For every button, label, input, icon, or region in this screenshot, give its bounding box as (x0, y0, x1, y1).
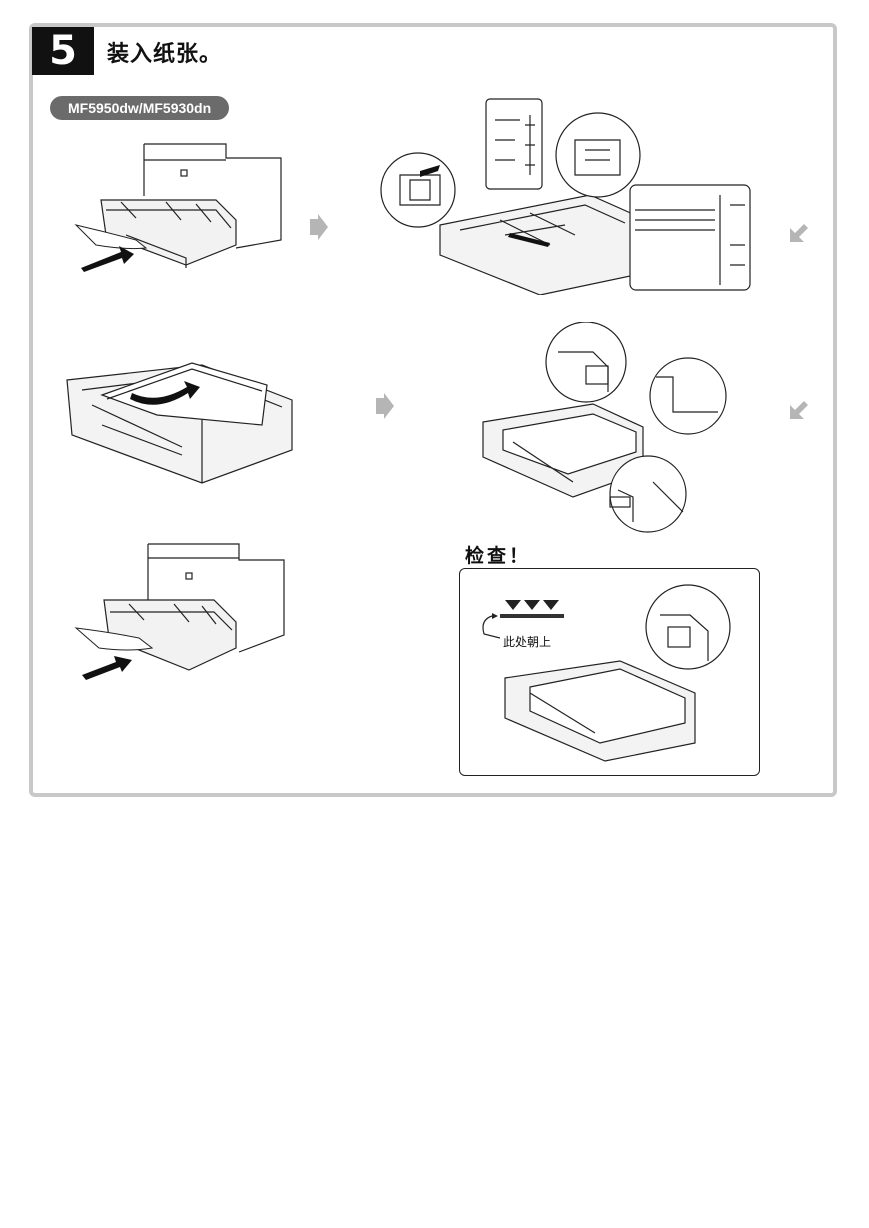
check-title: 检查！ (465, 545, 532, 567)
illustration-pull-out-tray (74, 143, 282, 272)
next-step-arrow (376, 393, 394, 419)
illustration-check-loaded (504, 584, 731, 762)
next-step-arrow (310, 214, 328, 240)
face-up-label: 此处朝上 (503, 635, 552, 649)
illustration-push-in-tray (74, 543, 285, 680)
model-label: MF5950dw/MF5930dn (50, 96, 230, 120)
step-title: 装入纸张。 (107, 42, 223, 67)
step-number-badge: 5 (32, 27, 94, 75)
face-up-indicator (482, 600, 564, 639)
illustration-check-guides (482, 322, 727, 533)
down-left-arrow (790, 401, 808, 419)
illustration-load-paper (66, 362, 293, 484)
down-left-arrow (790, 224, 808, 242)
illustration-adjust-guides (380, 98, 751, 295)
